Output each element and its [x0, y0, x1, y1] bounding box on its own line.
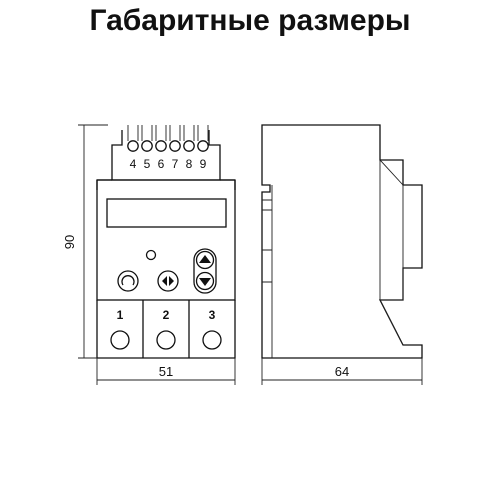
up-button	[195, 250, 215, 270]
up-down-button-frame	[193, 248, 217, 294]
height-dimension: 90	[62, 124, 108, 359]
bottom-terminal-numbers: 1 2 3	[117, 308, 216, 322]
left-right-button	[157, 270, 179, 292]
bottom-terminal-screw	[156, 330, 176, 350]
side-inner-lines	[262, 159, 404, 358]
top-terminal-numbers: 4 5 6 7 8 9	[130, 157, 207, 171]
reset-icon	[121, 275, 135, 286]
front-view: 4 5 6 7 8 9 1 2 3	[96, 125, 236, 359]
terminal-number: 1	[117, 308, 124, 322]
bottom-terminal-screw	[110, 330, 130, 350]
down-button	[195, 271, 215, 291]
front-width-dimension: 51	[96, 358, 236, 385]
side-depth-dimension: 64	[261, 358, 423, 385]
terminal-number: 8	[186, 157, 193, 171]
height-dimension-label: 90	[62, 235, 77, 249]
bottom-terminal-housing	[96, 300, 236, 359]
terminal-number: 6	[158, 157, 165, 171]
up-arrow-icon	[199, 255, 211, 263]
top-terminal-screws	[127, 125, 209, 152]
terminal-number: 5	[144, 157, 151, 171]
reset-button	[117, 270, 139, 292]
page-title: Габаритные размеры	[89, 4, 411, 37]
side-view	[261, 124, 423, 359]
terminal-number: 9	[200, 157, 207, 171]
side-profile-outline	[261, 124, 423, 359]
left-right-arrows-icon	[162, 276, 174, 286]
down-arrow-icon	[199, 278, 211, 286]
terminal-number: 7	[172, 157, 179, 171]
terminal-screw	[155, 140, 167, 152]
terminal-screw	[183, 140, 195, 152]
display-window	[106, 198, 227, 228]
front-panel	[96, 179, 236, 301]
terminal-screw	[197, 140, 209, 152]
front-width-label: 51	[159, 364, 173, 379]
indicator-led	[145, 249, 157, 261]
terminal-screw	[141, 140, 153, 152]
terminal-screw	[127, 140, 139, 152]
front-mount-flanges	[96, 179, 236, 190]
terminal-screw	[169, 140, 181, 152]
side-depth-label: 64	[335, 364, 349, 379]
bottom-terminal-screw	[202, 330, 222, 350]
terminal-number: 4	[130, 157, 137, 171]
terminal-number: 3	[209, 308, 216, 322]
terminal-number: 2	[163, 308, 170, 322]
